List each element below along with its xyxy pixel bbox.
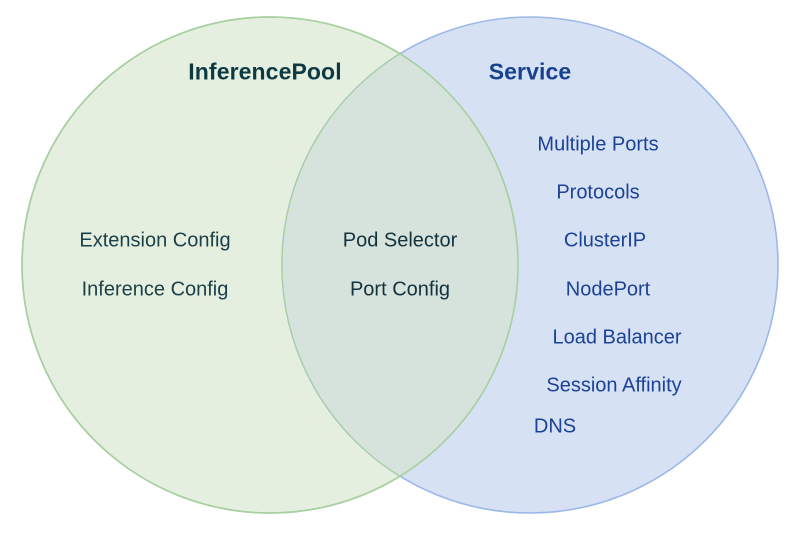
list-item-multiple-ports: Multiple Ports: [537, 133, 659, 156]
list-item-nodeport: NodePort: [565, 278, 651, 301]
list-item-session-affinity: Session Affinity: [546, 374, 682, 397]
circle-inference-pool-outline: [21, 16, 519, 514]
list-item-protocols: Protocols: [556, 181, 640, 204]
list-item-extension-config: Extension Config: [79, 229, 231, 252]
list-item-dns: DNS: [533, 415, 577, 438]
list-item-clusterip: ClusterIP: [563, 229, 647, 252]
list-item-inference-config: Inference Config: [81, 278, 229, 301]
set-title-service: Service: [488, 58, 572, 85]
list-item-port-config: Port Config: [349, 278, 451, 301]
set-title-inference-pool: InferencePool: [188, 58, 342, 85]
circle-intersection[interactable]: [281, 17, 778, 513]
list-item-load-balancer: Load Balancer: [552, 326, 682, 349]
list-item-pod-selector: Pod Selector: [342, 229, 458, 252]
